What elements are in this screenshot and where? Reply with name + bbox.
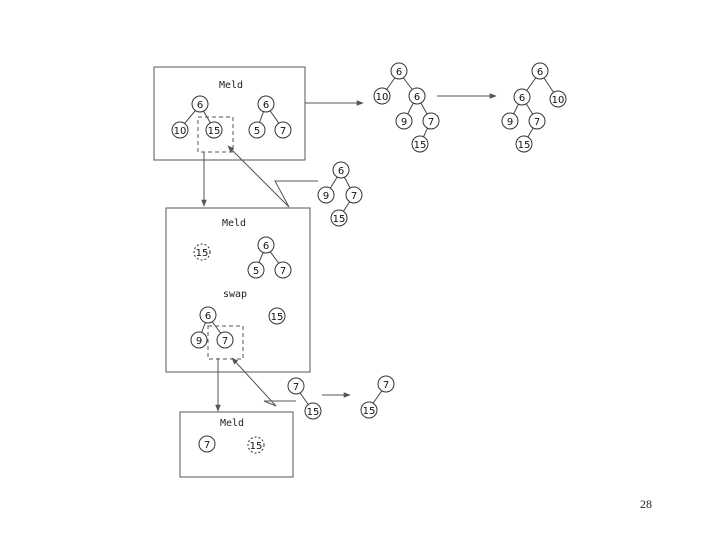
svg-text:7: 7 bbox=[222, 336, 228, 347]
tree-node: 7 bbox=[422, 112, 440, 130]
tree-node: 7 bbox=[528, 112, 546, 130]
tree-node: 6 bbox=[408, 87, 426, 105]
tree-node: 15 bbox=[247, 436, 265, 454]
meld-label-bottom: Meld bbox=[220, 418, 244, 429]
svg-text:9: 9 bbox=[196, 336, 202, 347]
svg-text:7: 7 bbox=[534, 117, 540, 128]
svg-text:6: 6 bbox=[537, 67, 543, 78]
svg-text:15: 15 bbox=[196, 248, 209, 259]
tree-node: 5 bbox=[248, 121, 266, 139]
svg-text:7: 7 bbox=[383, 380, 389, 391]
tree-node: 10 bbox=[373, 87, 391, 105]
svg-text:15: 15 bbox=[271, 312, 284, 323]
svg-text:15: 15 bbox=[518, 140, 531, 151]
tree-node: 5 bbox=[247, 261, 265, 279]
return-arrow bbox=[227, 145, 318, 208]
tree-node: 6 bbox=[257, 236, 275, 254]
tree-node: 6 bbox=[191, 95, 209, 113]
svg-text:7: 7 bbox=[204, 440, 210, 451]
tree-node: 6 bbox=[513, 88, 531, 106]
page-number: 28 bbox=[640, 497, 652, 511]
svg-text:6: 6 bbox=[263, 100, 269, 111]
tree-node: 6 bbox=[199, 306, 217, 324]
svg-text:7: 7 bbox=[351, 191, 357, 202]
tree-node: 9 bbox=[395, 112, 413, 130]
svg-text:15: 15 bbox=[307, 407, 320, 418]
tree-node: 9 bbox=[190, 331, 208, 349]
svg-text:7: 7 bbox=[280, 126, 286, 137]
tree-node: 15 bbox=[268, 307, 286, 325]
tree-node: 15 bbox=[193, 243, 211, 261]
svg-text:6: 6 bbox=[414, 92, 420, 103]
svg-text:9: 9 bbox=[507, 117, 513, 128]
meld-label-top: Meld bbox=[219, 80, 243, 91]
meld-box-bottom bbox=[179, 411, 294, 478]
tree-node: 15 bbox=[205, 121, 223, 139]
tree-node: 15 bbox=[304, 402, 322, 420]
tree-node: 9 bbox=[317, 186, 335, 204]
tree-node: 6 bbox=[257, 95, 275, 113]
svg-text:6: 6 bbox=[519, 93, 525, 104]
svg-text:6: 6 bbox=[338, 166, 344, 177]
highlight-subtree-box bbox=[207, 325, 244, 360]
tree-node: 7 bbox=[377, 375, 395, 393]
tree-node: 10 bbox=[549, 90, 567, 108]
highlight-subtree-box bbox=[197, 116, 234, 153]
tree-node: 10 bbox=[171, 121, 189, 139]
svg-text:15: 15 bbox=[363, 406, 376, 417]
svg-text:15: 15 bbox=[208, 126, 221, 137]
tree-node: 15 bbox=[411, 135, 429, 153]
tree-node: 7 bbox=[287, 377, 305, 395]
tree-node: 7 bbox=[274, 121, 292, 139]
svg-text:7: 7 bbox=[280, 266, 286, 277]
svg-text:9: 9 bbox=[323, 191, 329, 202]
svg-text:6: 6 bbox=[263, 241, 269, 252]
tree-node: 6 bbox=[390, 62, 408, 80]
tree-node: 6 bbox=[531, 62, 549, 80]
tree-node: 7 bbox=[274, 261, 292, 279]
tree-node: 6 bbox=[332, 161, 350, 179]
svg-text:15: 15 bbox=[414, 140, 427, 151]
svg-text:7: 7 bbox=[293, 382, 299, 393]
svg-text:10: 10 bbox=[174, 126, 187, 137]
svg-text:6: 6 bbox=[396, 67, 402, 78]
svg-text:10: 10 bbox=[552, 95, 565, 106]
tree-node: 7 bbox=[345, 186, 363, 204]
meld-box-top bbox=[153, 66, 306, 161]
svg-text:10: 10 bbox=[376, 92, 389, 103]
svg-text:15: 15 bbox=[250, 441, 263, 452]
tree-node: 15 bbox=[515, 135, 533, 153]
return-arrow bbox=[231, 357, 296, 407]
svg-text:15: 15 bbox=[333, 214, 346, 225]
tree-node: 9 bbox=[501, 112, 519, 130]
svg-text:5: 5 bbox=[254, 126, 260, 137]
svg-text:6: 6 bbox=[197, 100, 203, 111]
meld-label-middle: Meld bbox=[222, 218, 246, 229]
tree-node: 15 bbox=[360, 401, 378, 419]
tree-node: 15 bbox=[330, 209, 348, 227]
tree-node: 7 bbox=[216, 331, 234, 349]
svg-text:7: 7 bbox=[428, 117, 434, 128]
svg-text:6: 6 bbox=[205, 311, 211, 322]
svg-text:5: 5 bbox=[253, 266, 259, 277]
tree-node: 7 bbox=[198, 435, 216, 453]
swap-label: swap bbox=[223, 289, 247, 300]
svg-text:9: 9 bbox=[401, 117, 407, 128]
meld-box-middle bbox=[165, 207, 311, 373]
